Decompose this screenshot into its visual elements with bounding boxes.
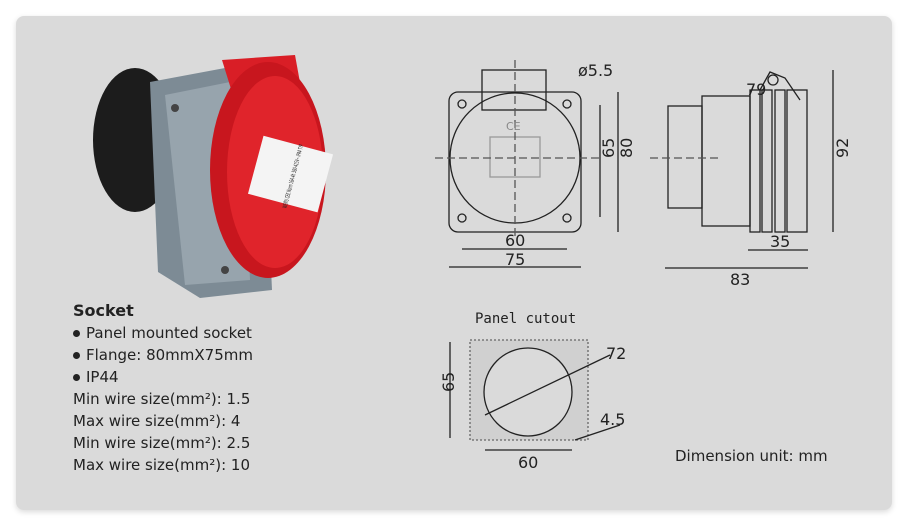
dim-72: 72 bbox=[606, 344, 626, 363]
dim-92: 92 bbox=[833, 138, 852, 158]
cutout-dim-60: 60 bbox=[518, 453, 538, 472]
dim-60: 60 bbox=[505, 231, 525, 250]
front-view bbox=[435, 60, 619, 268]
spec-title: Socket bbox=[73, 301, 134, 320]
spec-bullet: Panel mounted socket bbox=[73, 322, 253, 344]
angle-79: 79 bbox=[746, 80, 766, 99]
cutout-dim-65: 65 bbox=[439, 372, 458, 392]
dim-75: 75 bbox=[505, 250, 525, 269]
side-view bbox=[650, 70, 834, 269]
dim-4-5: 4.5 bbox=[600, 410, 625, 429]
spec-line: Max wire size(mm²): 10 bbox=[73, 456, 250, 474]
hole-diameter-label: ø5.5 bbox=[578, 61, 613, 80]
product-photo: WEIPU CEE Norm 16A 4h 380-415V~ IP44 TYP bbox=[93, 55, 334, 298]
spec-bullet: Flange: 80mmX75mm bbox=[73, 344, 253, 366]
spec-bullet: IP44 bbox=[73, 366, 253, 388]
dim-35: 35 bbox=[770, 232, 790, 251]
spec-line: Min wire size(mm²): 1.5 bbox=[73, 390, 251, 408]
cutout-view bbox=[449, 339, 621, 451]
unit-note: Dimension unit: mm bbox=[675, 447, 828, 465]
ce-mark: CE bbox=[506, 120, 521, 133]
dim-83: 83 bbox=[730, 270, 750, 289]
spec-line: Min wire size(mm²): 2.5 bbox=[73, 434, 251, 452]
spec-line: Max wire size(mm²): 4 bbox=[73, 412, 241, 430]
dim-65: 65 bbox=[599, 138, 618, 158]
spec-list: Socket Panel mounted socket Flange: 80mm… bbox=[73, 300, 253, 476]
cutout-title: Panel cutout bbox=[475, 311, 576, 327]
dim-80: 80 bbox=[617, 138, 636, 158]
